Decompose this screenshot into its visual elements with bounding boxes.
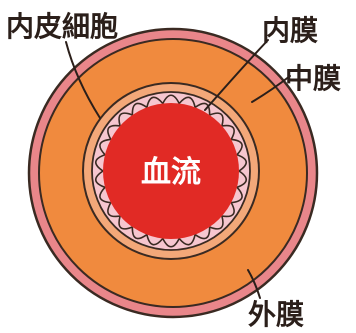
label-tunica-media: 中膜 bbox=[285, 62, 341, 95]
label-tunica-intima: 内膜 bbox=[262, 14, 318, 47]
blood-flow-label: 血流 bbox=[141, 155, 201, 190]
leader-endothelial-cells bbox=[65, 41, 101, 119]
leader-tunica-media bbox=[251, 75, 291, 103]
leader-tunica-intima bbox=[204, 39, 269, 111]
leader-tunica-adventitia bbox=[247, 269, 261, 299]
label-endothelial-cells: 内皮細胞 bbox=[6, 10, 118, 43]
label-tunica-adventitia: 外膜 bbox=[248, 298, 304, 331]
lumen bbox=[103, 103, 239, 239]
